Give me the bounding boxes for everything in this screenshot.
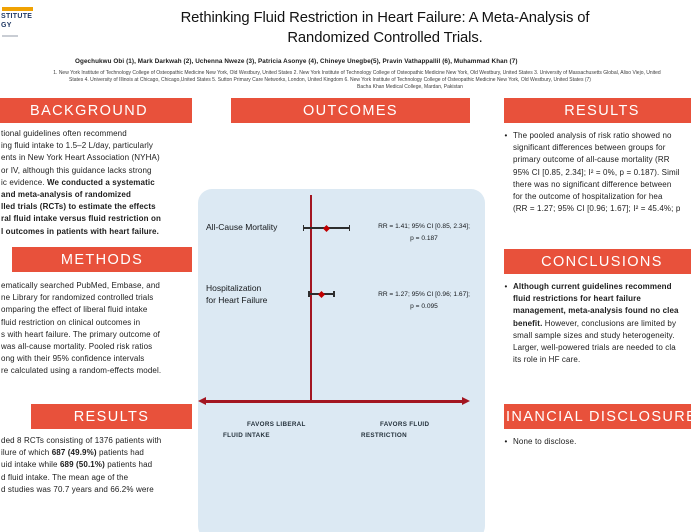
forest-axis-arrow [198,396,470,405]
authors-line: Ogechukwu Obi (1), Mark Darkwah (2), Uch… [75,58,518,65]
text-line: ded 8 RCTs consisting of 1376 patients w… [1,436,162,445]
text-line: uid intake while 689 (50.1%) patients ha… [1,460,153,470]
poster-title-line1: Rethinking Fluid Restriction in Heart Fa… [180,10,590,26]
text-line: fluid restriction on clinical outcomes i… [1,317,141,327]
forest-row-label: All-Cause Mortality [206,222,278,232]
text-line: fluid restrictions for heart failure [513,294,641,304]
forest-ci-cap-left [302,225,305,231]
text-line: its role in HF care. [513,355,581,365]
methods-text: ematically searched PubMed, Embase, and n… [1,280,161,378]
text-line: primary outcome of all-cause mortality (… [513,155,670,165]
text-line: Although current guidelines recommend [513,282,672,291]
favors-restriction-label-line2: RESTRICTION [361,432,407,439]
text-line: re calculated using a random-effects mod… [1,366,162,376]
text-line: l outcomes in patients with heart failur… [1,226,159,236]
bullet-glyph: • [504,131,508,140]
text-line: ne Library for randomized controlled tri… [1,293,154,303]
arrowhead-right-icon [462,396,470,405]
text-line: (RR = 1.27; 95% CI [0.96; 1.67]; I² = 45… [513,204,681,214]
conclusions-text: • Although current guidelines recommend f… [505,281,679,366]
section-header-results-left: RESULTS [31,404,192,429]
text-line: for the outcome of hospitalization for h… [513,191,663,201]
background-text: tional guidelines often recommend ing flu… [1,128,161,238]
text-line: ing fluid intake to 1.5–2 L/day, particu… [1,141,154,151]
arrowhead-left-icon [198,396,206,405]
text-line: and meta-analysis of randomized [1,189,131,199]
text-line: management, meta-analysis found no clea [513,306,679,316]
poster-title-line2: Randomized Controlled Trials. [287,30,483,46]
text-line: None to disclose. [513,437,577,446]
text-line: benefit. However, conclusions are limite… [513,318,677,328]
text-line: ong with their 95% confidence intervals [1,354,145,364]
text-line: ral fluid intake versus fluid restrictio… [1,214,161,224]
results-left-text: ded 8 RCTs consisting of 1376 patients w… [1,435,161,496]
forest-point-estimate [322,224,330,232]
text-line: tional guidelines often recommend [1,129,127,138]
text-line: small sample sizes and study heterogenei… [513,330,675,340]
text-line: ic evidence. We conducted a systematic [1,177,155,187]
text-line: there was no significant difference betw… [513,179,672,189]
favors-restriction-label-line1: FAVORS FLUID [380,421,430,428]
section-header-background: BACKGROUND [0,98,192,123]
text-line: ilure of which 687 (49.9%) patients had [1,448,144,458]
favors-liberal-label-line2: FLUID INTAKE [223,432,270,439]
forest-row-annotation: RR = 1.27; 95% CI [0.96; 1.67];p = 0.095 [378,291,470,310]
section-header-outcomes: OUTCOMES [231,98,470,123]
forest-row-annotation: RR = 1.41; 95% CI [0.85, 2.34];p = 0.187 [378,223,470,242]
text-line: ents in New York Heart Association (NYHA… [1,153,160,163]
forest-ci-cap-left [308,291,310,297]
text-line: 95% CI [0.85, 2.34]; I² = 0%, p = 0.187)… [513,167,680,177]
logo-text-line1: STITUTE [1,13,33,20]
affiliations-line1: 1. New York Institute of Technology Coll… [53,69,661,76]
text-line: ematically searched PubMed, Embase, and [1,281,160,290]
section-header-financial-disclosures: FINANCIAL DISCLOSURES [504,404,691,429]
forest-ci-cap-right [333,291,335,297]
text-line: significant differences between groups f… [513,143,666,153]
text-line: d studies was 70.7 years and 66.2% were [1,484,154,494]
forest-ci-cap-right [348,225,350,231]
section-header-methods: METHODS [12,247,192,272]
text-line: Larger, well-powered trials are needed t… [513,342,676,352]
text-line: was all-cause mortality. Pooled risk rat… [1,341,153,351]
bullet-glyph: • [504,437,508,446]
text-line: lled trials (RCTs) to estimate the effec… [1,202,156,212]
text-line: or IV, although this guidance lacks stro… [1,165,152,175]
affiliations-line2: States 4. University of Illinois at Chic… [69,76,591,83]
text-line: s with heart failure. The primary outcom… [1,329,160,339]
forest-point-estimate [318,290,326,298]
section-header-results-right: RESULTS [504,98,691,123]
favors-liberal-label-line1: FAVORS LIBERAL [247,421,306,428]
affiliations-line3: Bacha Khan Medical College, Mardan, Paki… [357,83,463,90]
logo-smallprint [2,35,18,37]
text-line: omparing the effect of liberal fluid int… [1,305,148,315]
forest-null-line [310,195,312,401]
text-line: d fluid intake. The mean age of the [1,472,129,482]
logo-accent-bar [2,7,33,11]
financial-disclosures-text: • None to disclose. [505,436,577,448]
forest-plot-panel [198,189,485,532]
bullet-glyph: • [504,282,508,291]
logo-text-line2: GY [1,21,12,29]
results-right-text: • The pooled analysis of risk ratio show… [505,130,681,215]
section-header-conclusions: CONCLUSIONS [504,249,691,274]
text-line: The pooled analysis of risk ratio showed… [513,131,672,140]
